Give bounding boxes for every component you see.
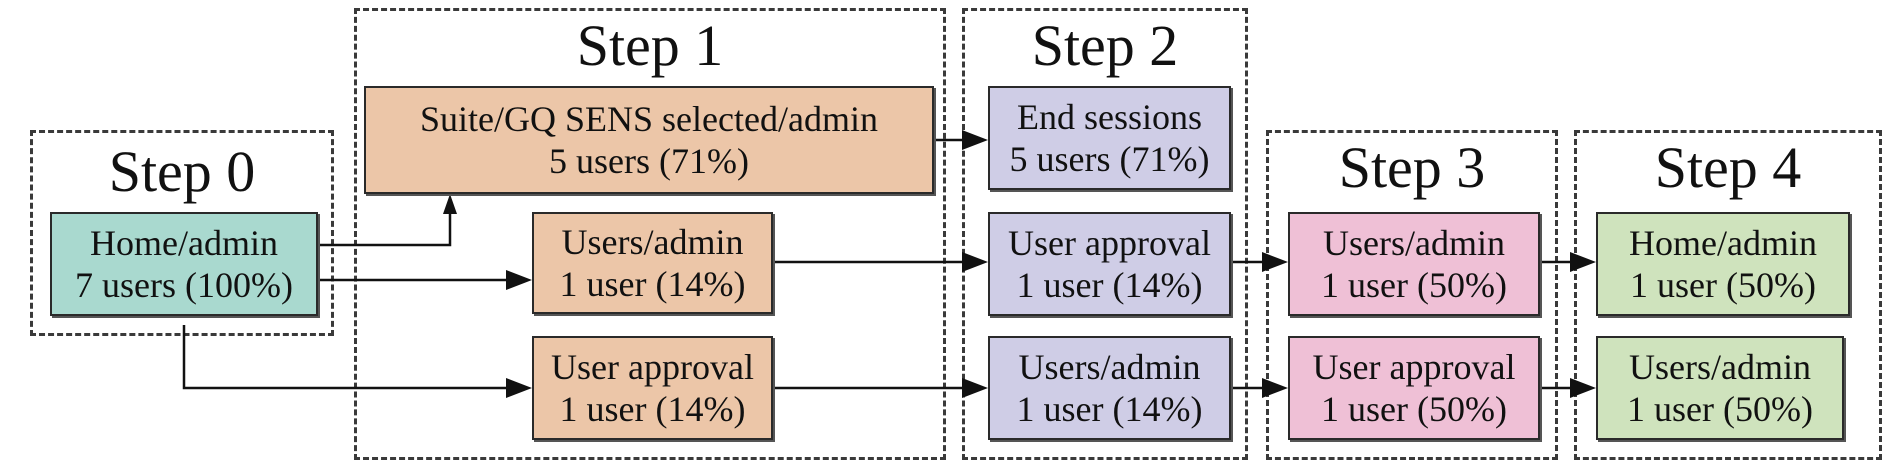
node-page-label: Suite/GQ SENS selected/admin: [420, 98, 878, 139]
node-approval-step3: User approval 1 user (50%): [1288, 336, 1540, 440]
node-end-sessions-step2: End sessions 5 users (71%): [988, 86, 1231, 190]
node-users-admin-step3: Users/admin 1 user (50%): [1288, 212, 1540, 316]
arrowhead-approval-to-users-s3: [1262, 252, 1288, 272]
node-home-admin-step4: Home/admin 1 user (50%): [1596, 212, 1850, 316]
node-suite-step1: Suite/GQ SENS selected/admin 5 users (71…: [364, 86, 934, 194]
node-users-label: 1 user (14%): [1016, 265, 1203, 305]
step-2-title: Step 2: [1031, 13, 1179, 78]
node-users-admin-step1: Users/admin 1 user (14%): [532, 212, 773, 314]
node-approval-step2: User approval 1 user (14%): [988, 212, 1231, 316]
node-users-label: 1 user (50%): [1321, 265, 1507, 305]
node-users-label: 1 user (50%): [1627, 389, 1813, 429]
node-users-label: 5 users (71%): [549, 141, 749, 181]
node-users-label: 1 user (14%): [559, 264, 746, 304]
step-2-group: Step 2: [962, 8, 1248, 460]
node-users-admin-step4: Users/admin 1 user (50%): [1596, 336, 1844, 440]
node-page-label: Home/admin: [1629, 222, 1817, 263]
step-4-title: Step 4: [1654, 135, 1802, 200]
node-page-label: Users/admin: [561, 221, 744, 262]
step-3-group: Step 3: [1266, 130, 1558, 460]
node-page-label: User approval: [551, 346, 754, 387]
node-page-label: Home/admin: [90, 222, 278, 263]
step-3-title: Step 3: [1338, 135, 1486, 200]
step-0-title: Step 0: [108, 139, 256, 204]
arrowhead-home-to-approval: [506, 378, 532, 398]
node-home-admin-step0: Home/admin 7 users (100%): [50, 212, 318, 316]
node-page-label: Users/admin: [1629, 346, 1811, 387]
node-page-label: Users/admin: [1018, 346, 1201, 387]
arrowhead-home-to-users: [506, 270, 532, 290]
arrowhead-users-to-approval-s3: [1262, 378, 1288, 398]
node-users-label: 1 user (14%): [559, 389, 746, 429]
arrowhead-suite-to-end: [962, 130, 988, 150]
step-1-group: Step 1: [354, 8, 946, 460]
node-users-label: 1 user (50%): [1321, 389, 1507, 429]
node-users-label: 5 users (71%): [1009, 139, 1210, 179]
node-page-label: Users/admin: [1323, 222, 1505, 263]
node-users-label: 1 user (14%): [1016, 389, 1203, 429]
edge-home-to-approval: [182, 325, 510, 390]
node-users-label: 1 user (50%): [1630, 265, 1816, 305]
node-page-label: End sessions: [1016, 96, 1202, 137]
arrowhead-approval-to-users: [962, 378, 988, 398]
arrowhead-home-to-suite: [443, 194, 457, 214]
edge-home-to-suite: [318, 200, 452, 247]
step-0-group: Step 0: [30, 130, 334, 336]
node-page-label: User approval: [1008, 222, 1211, 263]
arrowhead-users-to-approval: [962, 252, 988, 272]
step-4-group: Step 4: [1574, 130, 1882, 460]
node-users-label: 7 users (100%): [75, 265, 293, 305]
node-users-admin-step2: Users/admin 1 user (14%): [988, 336, 1231, 440]
node-approval-step1: User approval 1 user (14%): [532, 336, 773, 440]
node-page-label: User approval: [1312, 346, 1516, 387]
step-1-title: Step 1: [576, 13, 724, 78]
arrowhead-users-to-home-s4: [1570, 252, 1596, 272]
arrowhead-approval-to-users-s4: [1570, 378, 1596, 398]
